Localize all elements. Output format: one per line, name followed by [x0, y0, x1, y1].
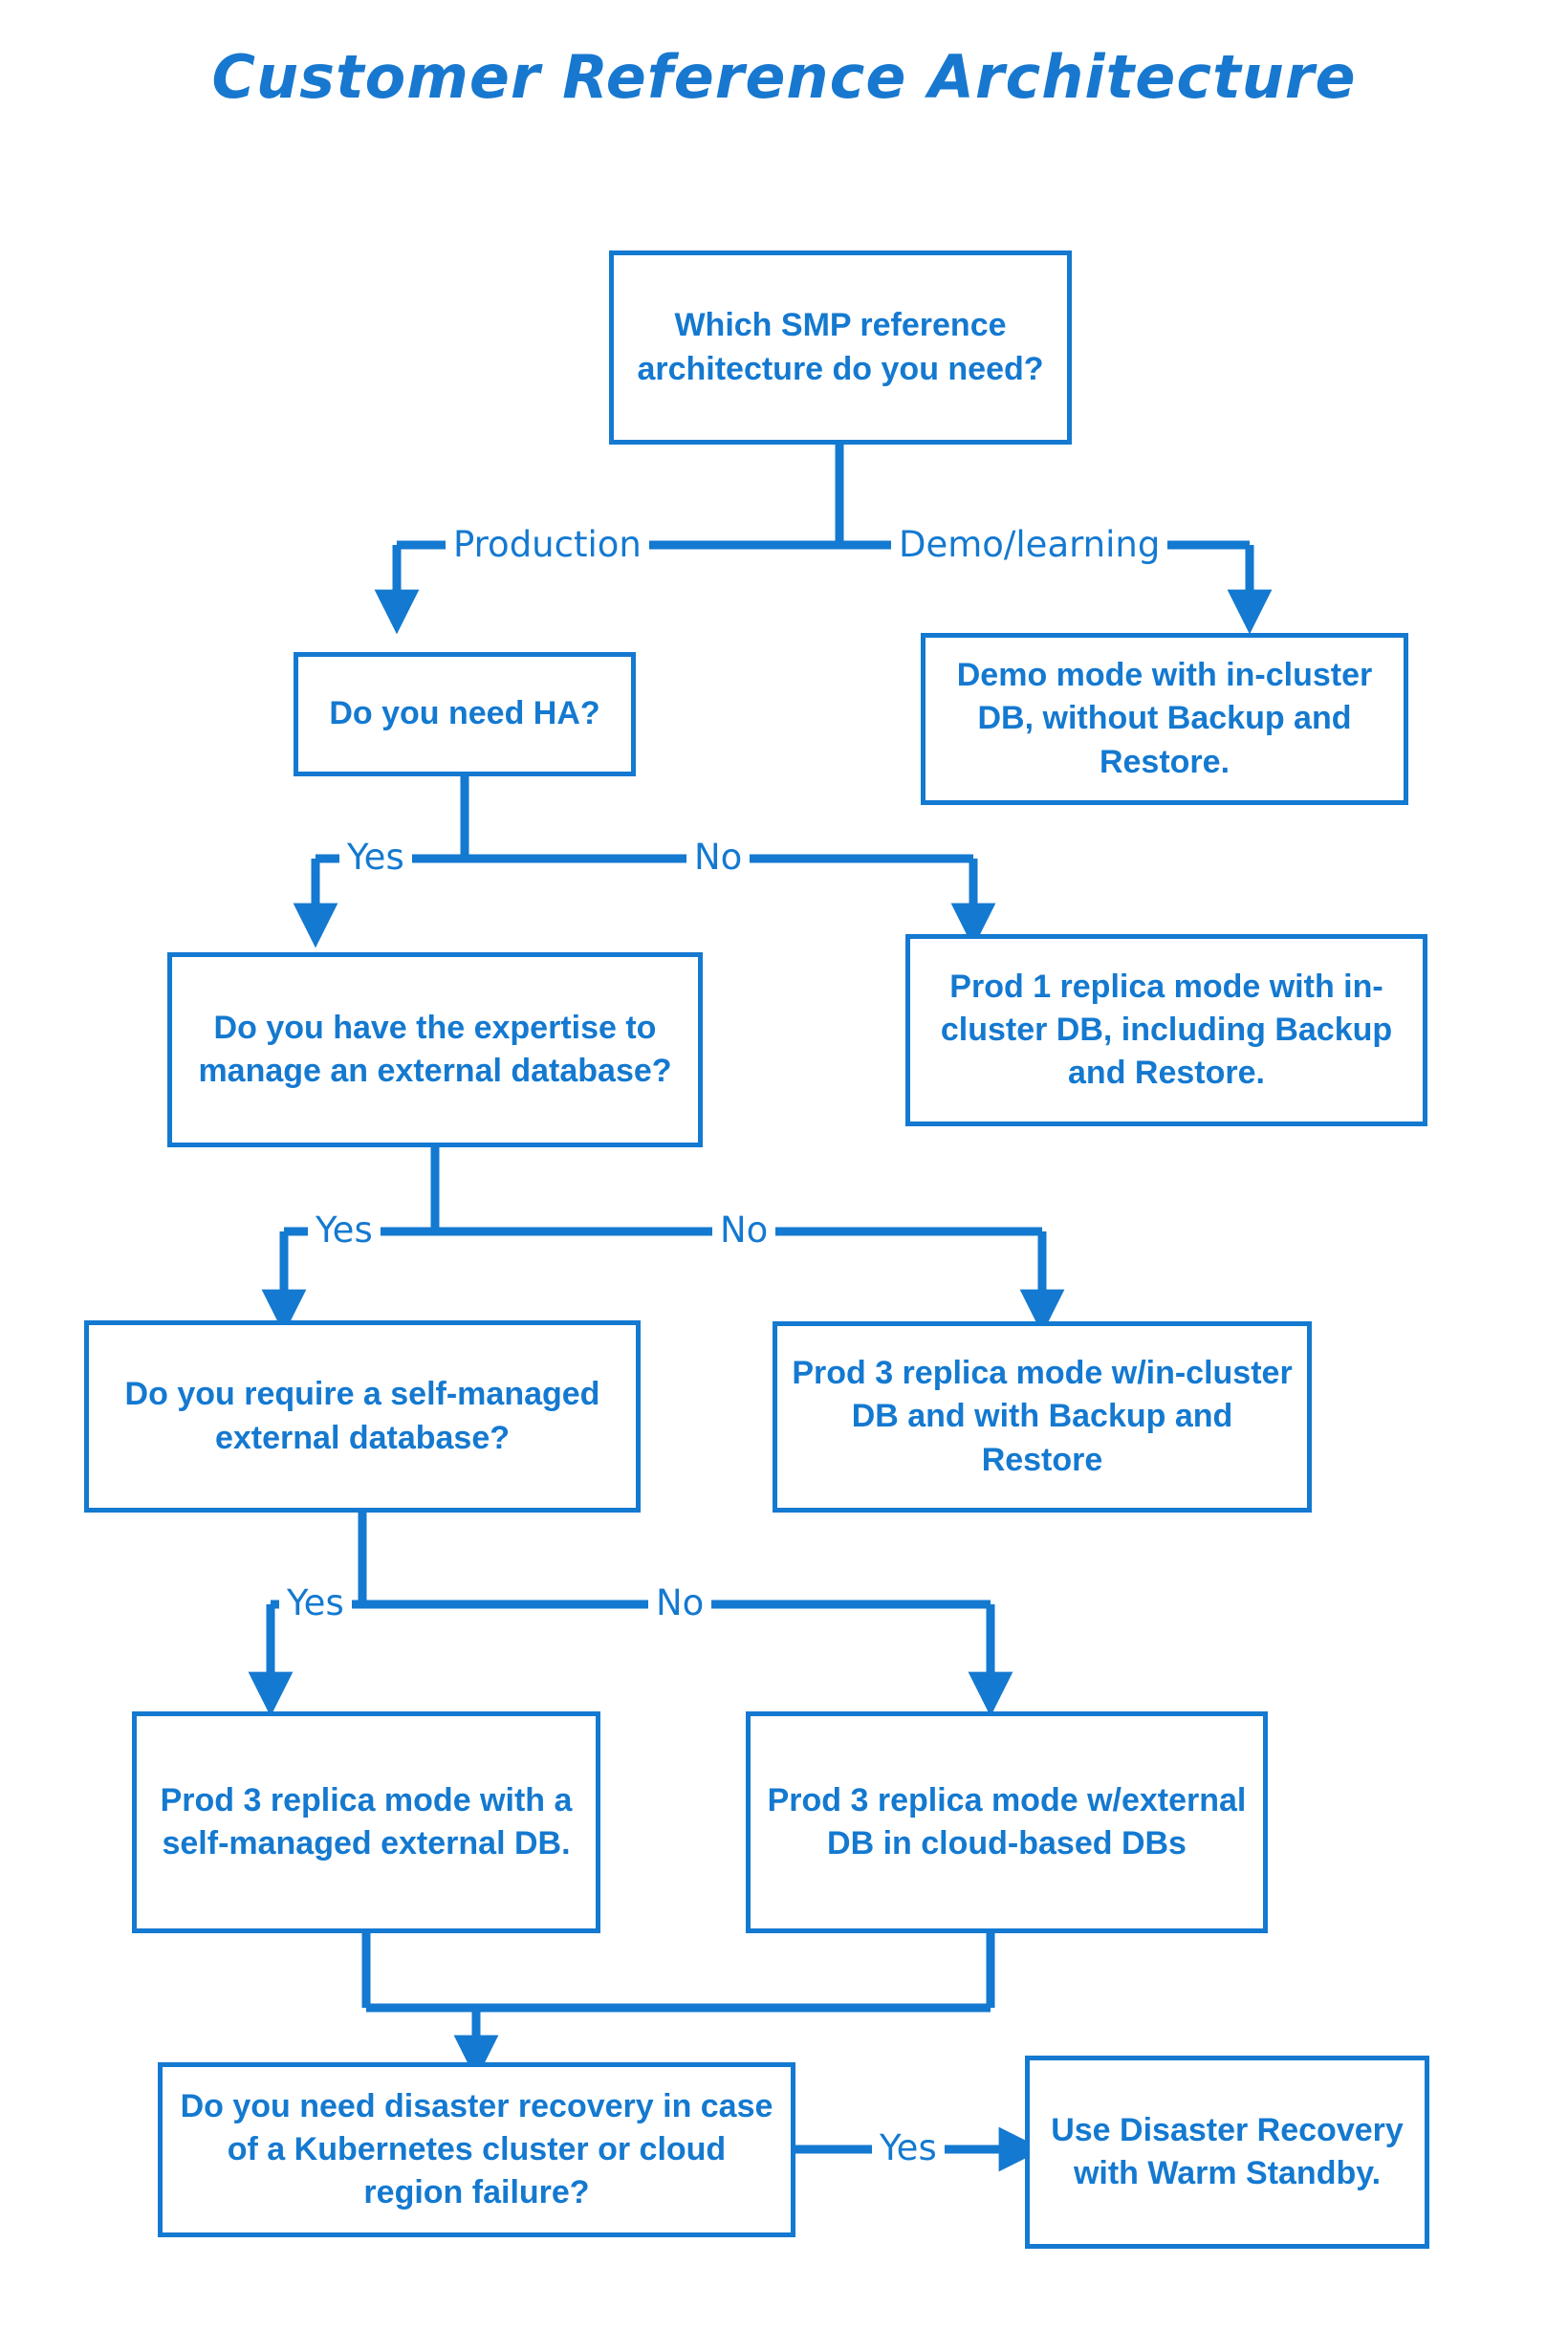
edge-label-selfmanaged-yes: Yes [279, 1585, 352, 1621]
node-demo-result[interactable]: Demo mode with in-cluster DB, without Ba… [921, 633, 1408, 805]
node-dr-question-label: Do you need disaster recovery in case of… [180, 2087, 773, 2211]
node-ha-question[interactable]: Do you need HA? [294, 652, 636, 776]
edge-label-dr-yes: Yes [872, 2130, 945, 2166]
node-prod3-incluster-result[interactable]: Prod 3 replica mode w/in-cluster DB and … [773, 1321, 1312, 1513]
edge-label-selfmanaged-no: No [648, 1585, 712, 1621]
node-dr-result-label: Use Disaster Recovery with Warm Standby. [1051, 2111, 1404, 2191]
edge-label-ha-yes: Yes [339, 839, 412, 875]
node-demo-result-label: Demo mode with in-cluster DB, without Ba… [956, 657, 1373, 780]
node-prod3-incluster-result-label: Prod 3 replica mode w/in-cluster DB and … [792, 1355, 1293, 1478]
edge-label-ha-no: No [686, 839, 751, 875]
node-root-question[interactable]: Which SMP reference architecture do you … [609, 250, 1072, 445]
node-prod1-result-label: Prod 1 replica mode with in-cluster DB, … [940, 968, 1393, 1092]
edge-label-demo-learning: Demo/learning [891, 527, 1168, 562]
node-prod1-result[interactable]: Prod 1 replica mode with in-cluster DB, … [905, 934, 1427, 1126]
node-selfmanaged-question-label: Do you require a self-managed external d… [124, 1376, 600, 1456]
node-expertise-question[interactable]: Do you have the expertise to manage an e… [167, 952, 703, 1147]
edge-label-expertise-no: No [712, 1212, 776, 1248]
edge-label-production: Production [446, 527, 649, 562]
node-selfmanaged-question[interactable]: Do you require a self-managed external d… [84, 1320, 641, 1513]
node-ha-question-label: Do you need HA? [329, 695, 600, 732]
node-root-label: Which SMP reference architecture do you … [637, 307, 1044, 387]
edge-label-expertise-yes: Yes [308, 1212, 381, 1248]
node-expertise-question-label: Do you have the expertise to manage an e… [198, 1009, 672, 1089]
node-prod3-cloud-result[interactable]: Prod 3 replica mode w/external DB in clo… [746, 1711, 1268, 1933]
node-prod3-selfmanaged-result-label: Prod 3 replica mode with a self-managed … [160, 1781, 573, 1862]
node-dr-result[interactable]: Use Disaster Recovery with Warm Standby. [1025, 2056, 1429, 2249]
page-title: Customer Reference Architecture [211, 42, 1357, 112]
node-prod3-cloud-result-label: Prod 3 replica mode w/external DB in clo… [767, 1781, 1247, 1862]
node-dr-question[interactable]: Do you need disaster recovery in case of… [158, 2062, 795, 2237]
node-prod3-selfmanaged-result[interactable]: Prod 3 replica mode with a self-managed … [132, 1711, 600, 1933]
